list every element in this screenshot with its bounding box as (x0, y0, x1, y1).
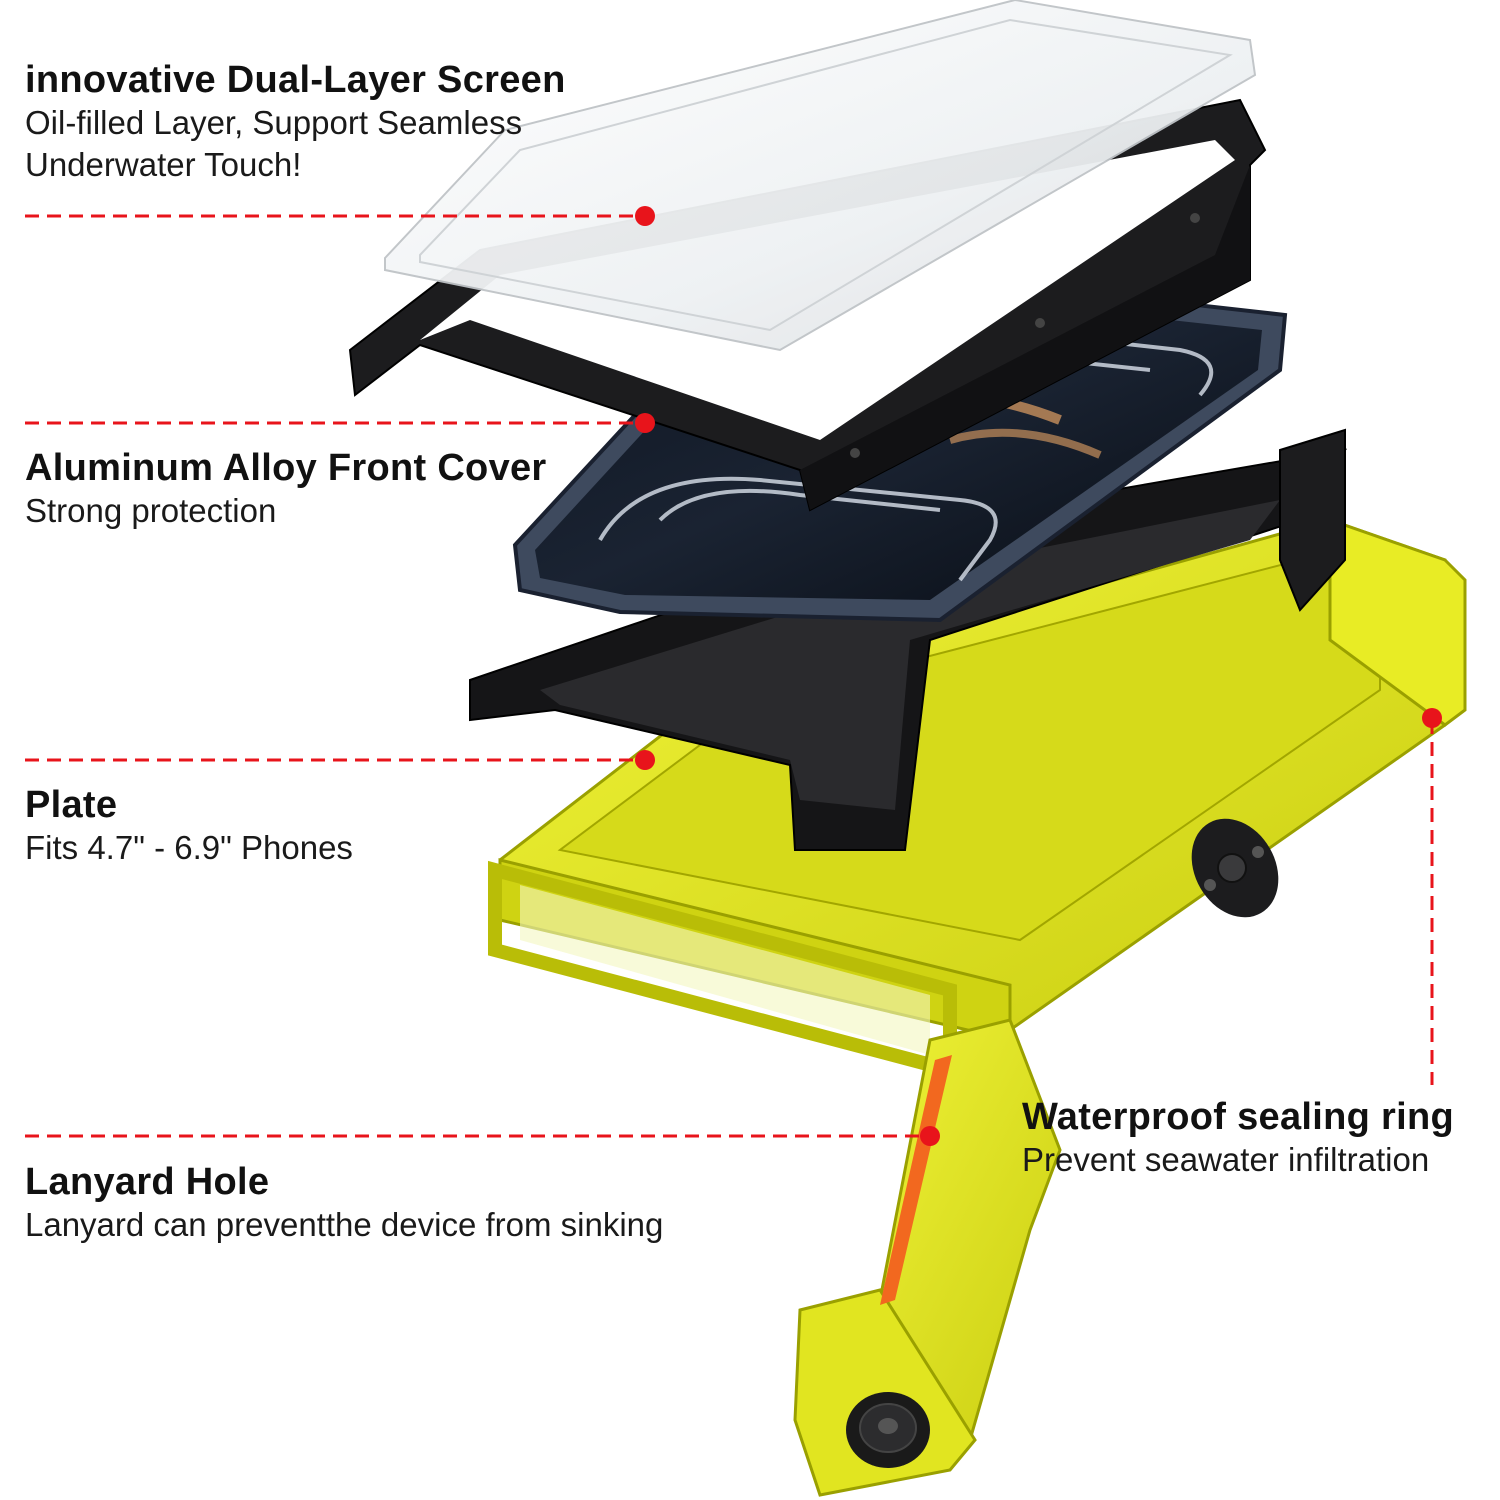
dot-lanyard (920, 1126, 940, 1146)
dot-screen (635, 206, 655, 226)
case-right-wall (1328, 517, 1467, 727)
plate-right-rail (1279, 428, 1346, 612)
callout-plate: Plate Fits 4.7" - 6.9" Phones (25, 783, 353, 869)
callout-plate-desc: Fits 4.7" - 6.9" Phones (25, 827, 353, 869)
leader-lines (25, 214, 1434, 1138)
dot-plate (635, 750, 655, 770)
callout-lanyard: Lanyard Hole Lanyard can preventthe devi… (25, 1160, 663, 1246)
cover-side-rail (800, 165, 1250, 510)
dot-cover (635, 413, 655, 433)
callout-lanyard-title: Lanyard Hole (25, 1161, 270, 1203)
callout-seal-desc: Prevent seawater infiltration (1022, 1139, 1454, 1181)
callout-plate-title: Plate (25, 784, 118, 826)
leader-dots (635, 206, 1442, 1146)
callout-cover-desc: Strong protection (25, 490, 547, 532)
callout-cover: Aluminum Alloy Front Cover Strong protec… (25, 446, 547, 532)
dot-seal (1422, 708, 1442, 728)
callout-screen-line-1: Oil-filled Layer, Support Seamless (25, 104, 523, 141)
case-window-inner (520, 885, 930, 1055)
callout-cover-line-1: Strong protection (25, 492, 277, 529)
callout-screen-desc: Oil-filled Layer, Support Seamless Under… (25, 102, 566, 186)
plate-inner-cut (540, 500, 1280, 810)
callout-screen: innovative Dual-Layer Screen Oil-filled … (25, 58, 566, 186)
yellow-case (488, 517, 1467, 1497)
callout-seal-line-1: Prevent seawater infiltration (1022, 1141, 1430, 1178)
callout-seal-title: Waterproof sealing ring (1022, 1096, 1454, 1138)
callout-plate-line-1: Fits 4.7" - 6.9" Phones (25, 829, 353, 866)
glass-panel (384, 0, 1257, 352)
callout-cover-title: Aluminum Alloy Front Cover (25, 447, 547, 489)
tripod-screw (1217, 853, 1247, 883)
callout-lanyard-desc: Lanyard can preventthe device from sinki… (25, 1204, 663, 1246)
orange-seal-strip (880, 1055, 952, 1305)
glass-inner-edge (419, 18, 1233, 332)
callout-lanyard-line-1: Lanyard can preventthe device from sinki… (25, 1206, 664, 1243)
black-plate (469, 428, 1348, 851)
callout-screen-title: innovative Dual-Layer Screen (25, 59, 566, 101)
callout-seal: Waterproof sealing ring Prevent seawater… (1022, 1095, 1454, 1181)
callout-screen-line-2: Underwater Touch! (25, 146, 302, 183)
dual-layer-screen (384, 0, 1257, 352)
